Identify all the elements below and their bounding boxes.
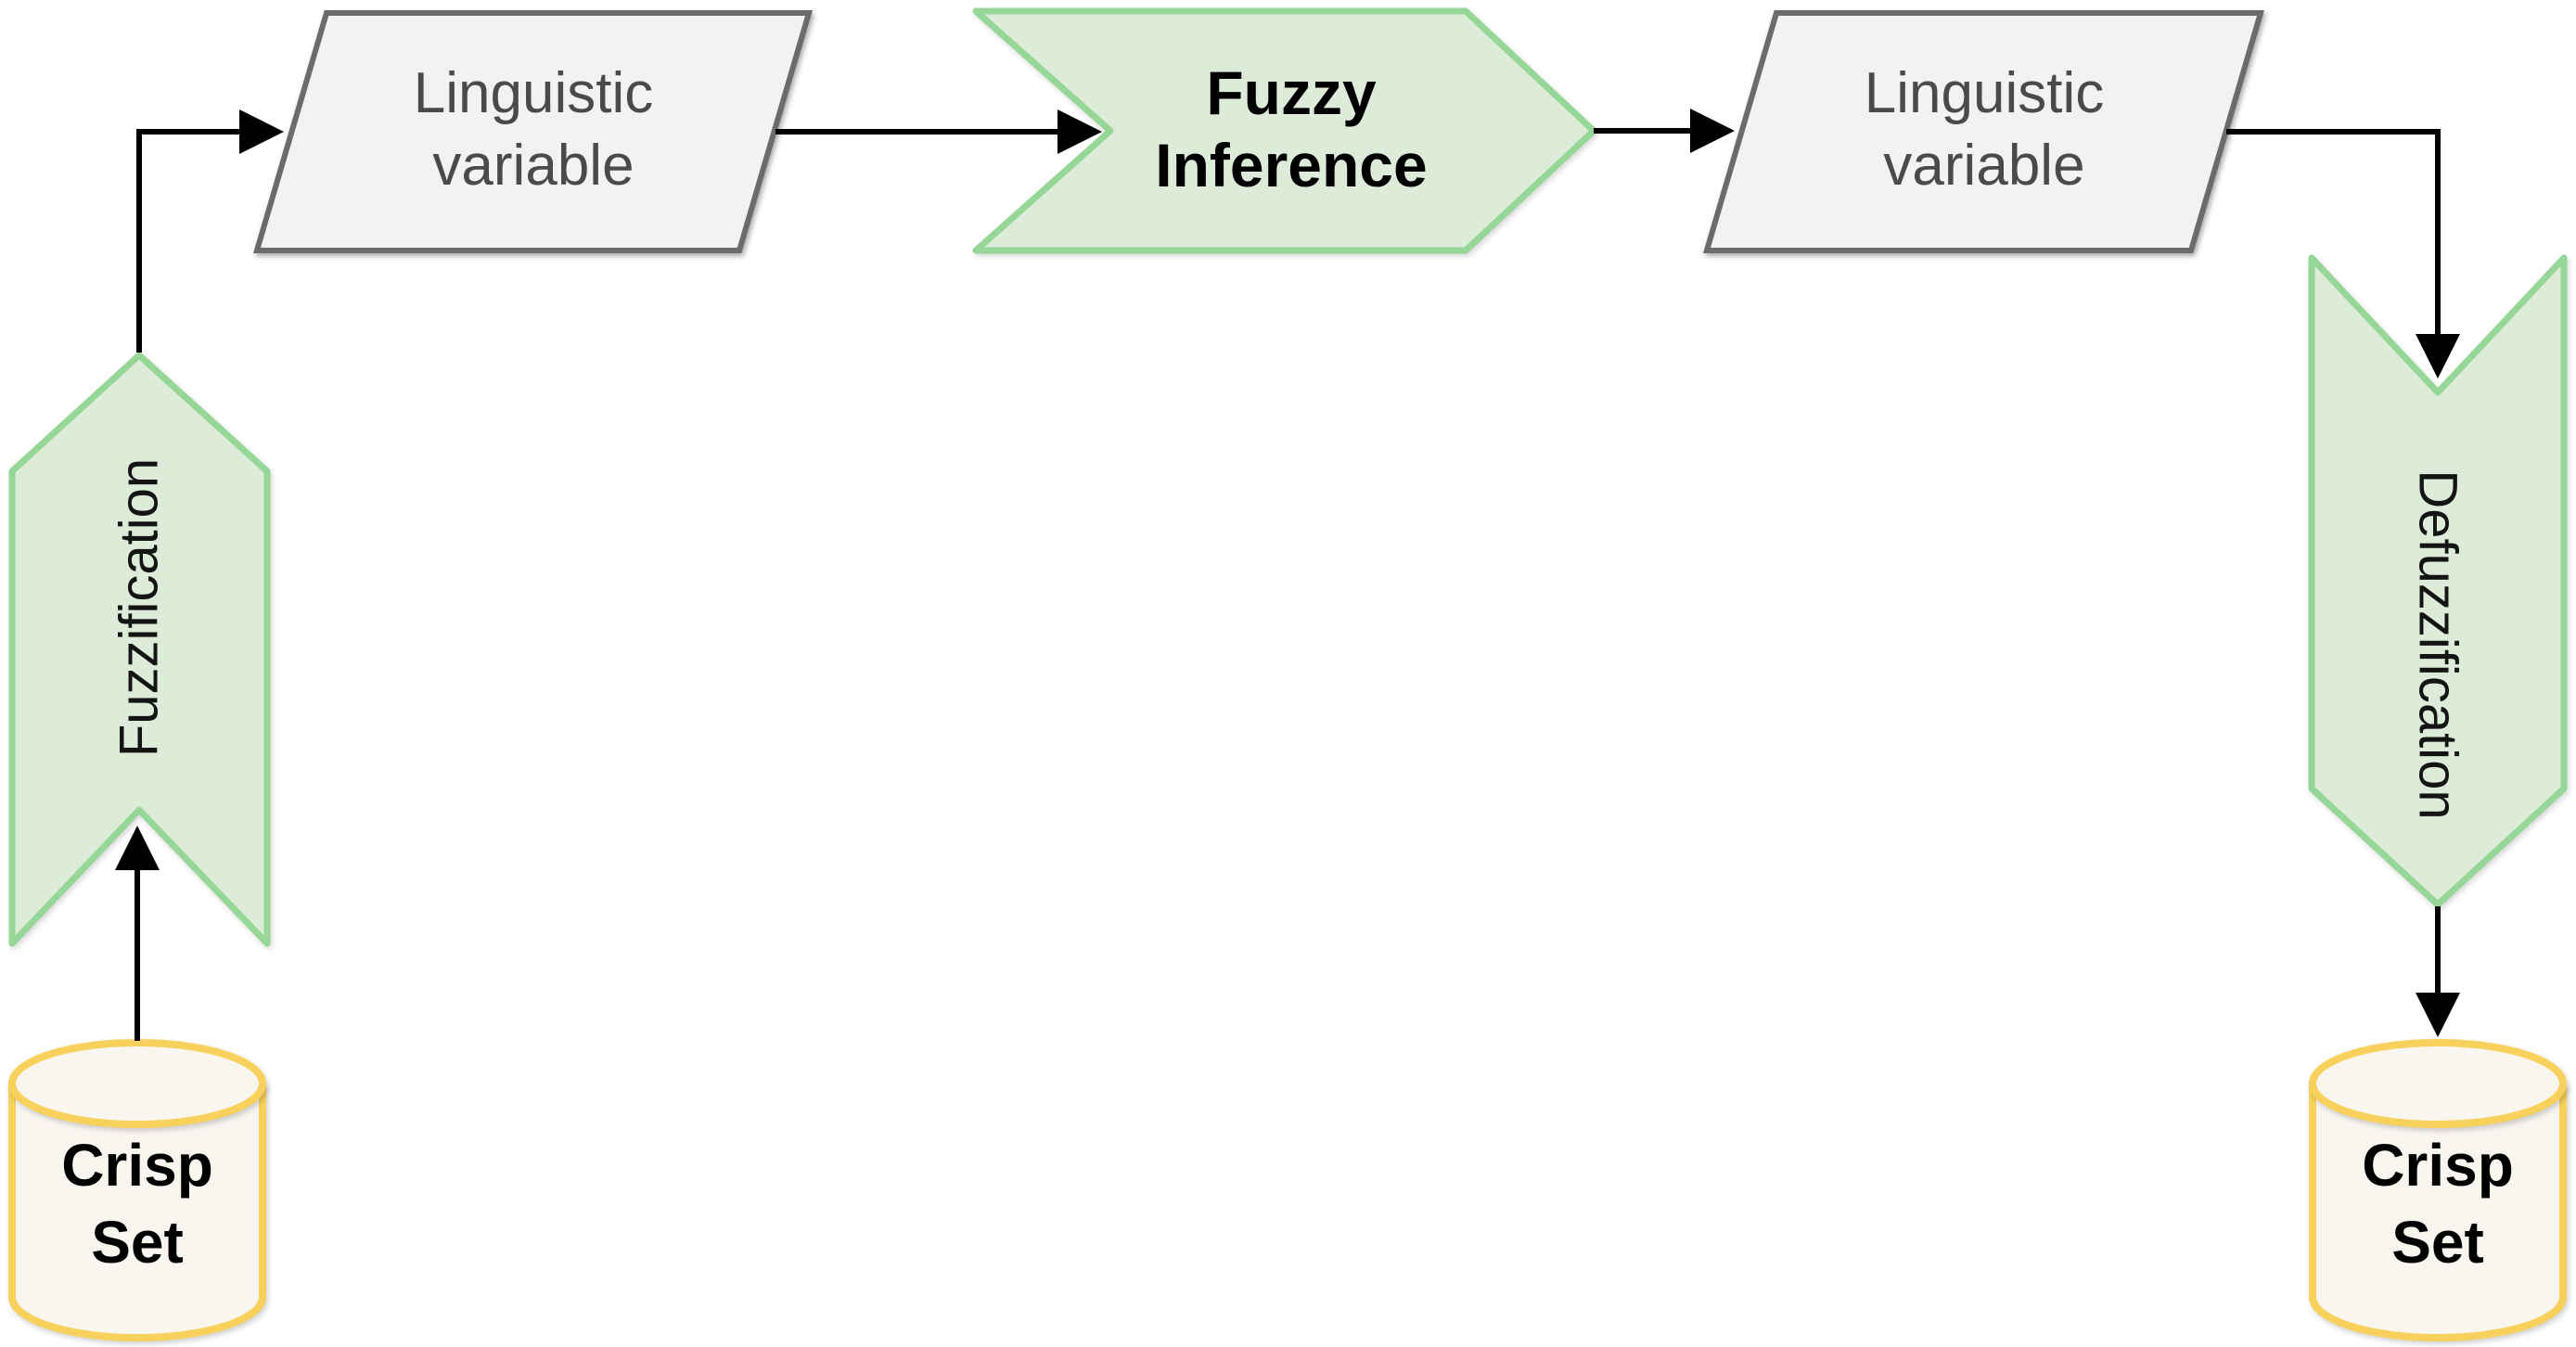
arrow-fuzzification-to-linguistic-input [136,109,284,353]
label-fuzzification: Fuzzification [109,457,170,758]
parallelogram-linguistic-variable-output [1702,10,2265,253]
arrow-linguistic-output-to-defuzzification [2226,129,2460,378]
chevron-defuzzification [2308,254,2568,908]
label-linguistic-variable-input: Linguistic variable [413,60,654,198]
chevron-fuzzification [8,352,271,947]
label-linguistic-variable-output: Linguistic variable [1864,60,2105,198]
cylinder-crisp-set-input [8,1039,266,1341]
label-crisp-set-input: Crisp Set [61,1131,213,1276]
cylinder-crisp-set-output [2309,1039,2567,1341]
parallelogram-linguistic-variable-input [252,10,814,253]
label-defuzzification: Defuzzification [2407,469,2468,820]
label-crisp-set-output: Crisp Set [2362,1131,2514,1276]
label-fuzzy-inference: Fuzzy Inference [1155,58,1428,199]
chevron-fuzzy-inference [972,7,1597,254]
